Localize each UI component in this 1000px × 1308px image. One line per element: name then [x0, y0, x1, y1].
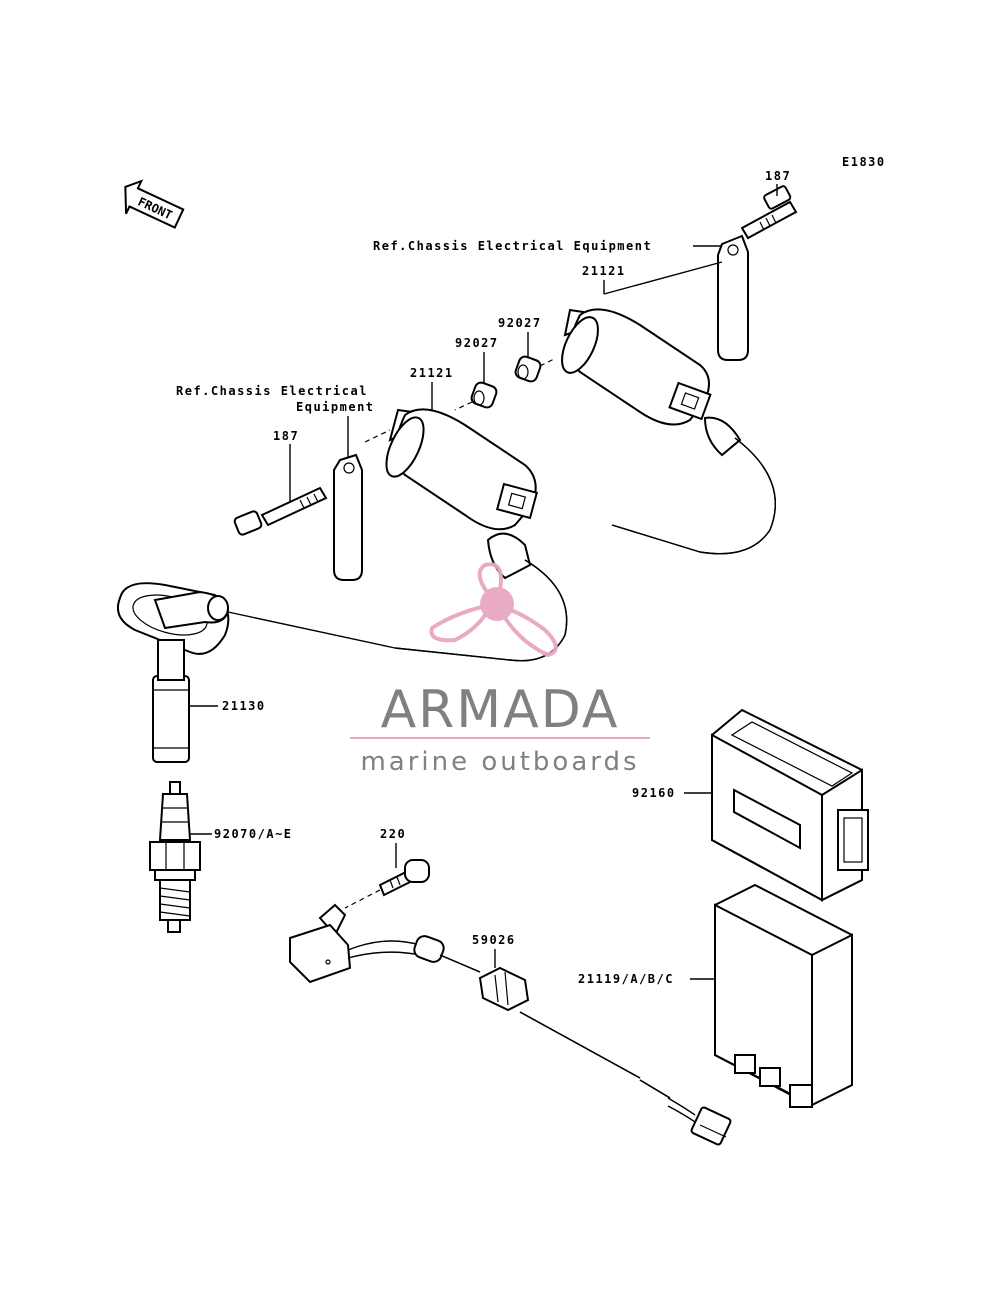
label-bolt-left: 187 — [273, 429, 299, 443]
label-ref-left-2: Equipment — [296, 400, 375, 414]
harness-cable — [519, 1011, 732, 1146]
washer-left — [470, 381, 498, 409]
brand-name: ARMADA — [381, 680, 620, 740]
bolt-left — [233, 486, 328, 536]
label-washer-top: 92027 — [498, 316, 542, 330]
washer-top — [514, 355, 542, 383]
bolt-top — [740, 185, 798, 240]
screw — [378, 859, 430, 897]
spark-plug — [149, 781, 201, 933]
label-screw: 220 — [380, 827, 406, 841]
label-ref-left-1: Ref.Chassis Electrical — [176, 384, 368, 398]
plug-cap — [116, 582, 230, 763]
label-bolt-top: 187 — [765, 169, 791, 183]
label-case: 92160 — [632, 786, 676, 800]
brand-tagline: marine outboards — [360, 747, 639, 777]
label-coil-top: 21121 — [582, 264, 626, 278]
connector — [478, 966, 530, 1012]
diagram-code: E1830 — [842, 155, 886, 169]
bracket-strip-left — [333, 453, 363, 581]
propeller-icon — [429, 562, 558, 658]
front-arrow-icon: FRONT — [124, 179, 185, 229]
label-connector: 59026 — [472, 933, 516, 947]
pickup-sensor — [289, 903, 481, 984]
label-igniter: 21119/A/B/C — [578, 972, 674, 986]
label-plug-cap: 21130 — [222, 699, 266, 713]
ignition-coil-top — [561, 308, 777, 555]
label-coil-left: 21121 — [410, 366, 454, 380]
label-washer-left: 92027 — [455, 336, 499, 350]
label-spark-plug: 92070/A~E — [214, 827, 293, 841]
label-ref-top: Ref.Chassis Electrical Equipment — [373, 239, 652, 253]
bracket-strip-top — [717, 234, 749, 361]
igniter-unit — [714, 883, 853, 1108]
armada-logo: ARMADA marine outboards — [350, 562, 650, 777]
igniter-case — [711, 708, 869, 902]
ignition-coil-left — [385, 408, 568, 662]
